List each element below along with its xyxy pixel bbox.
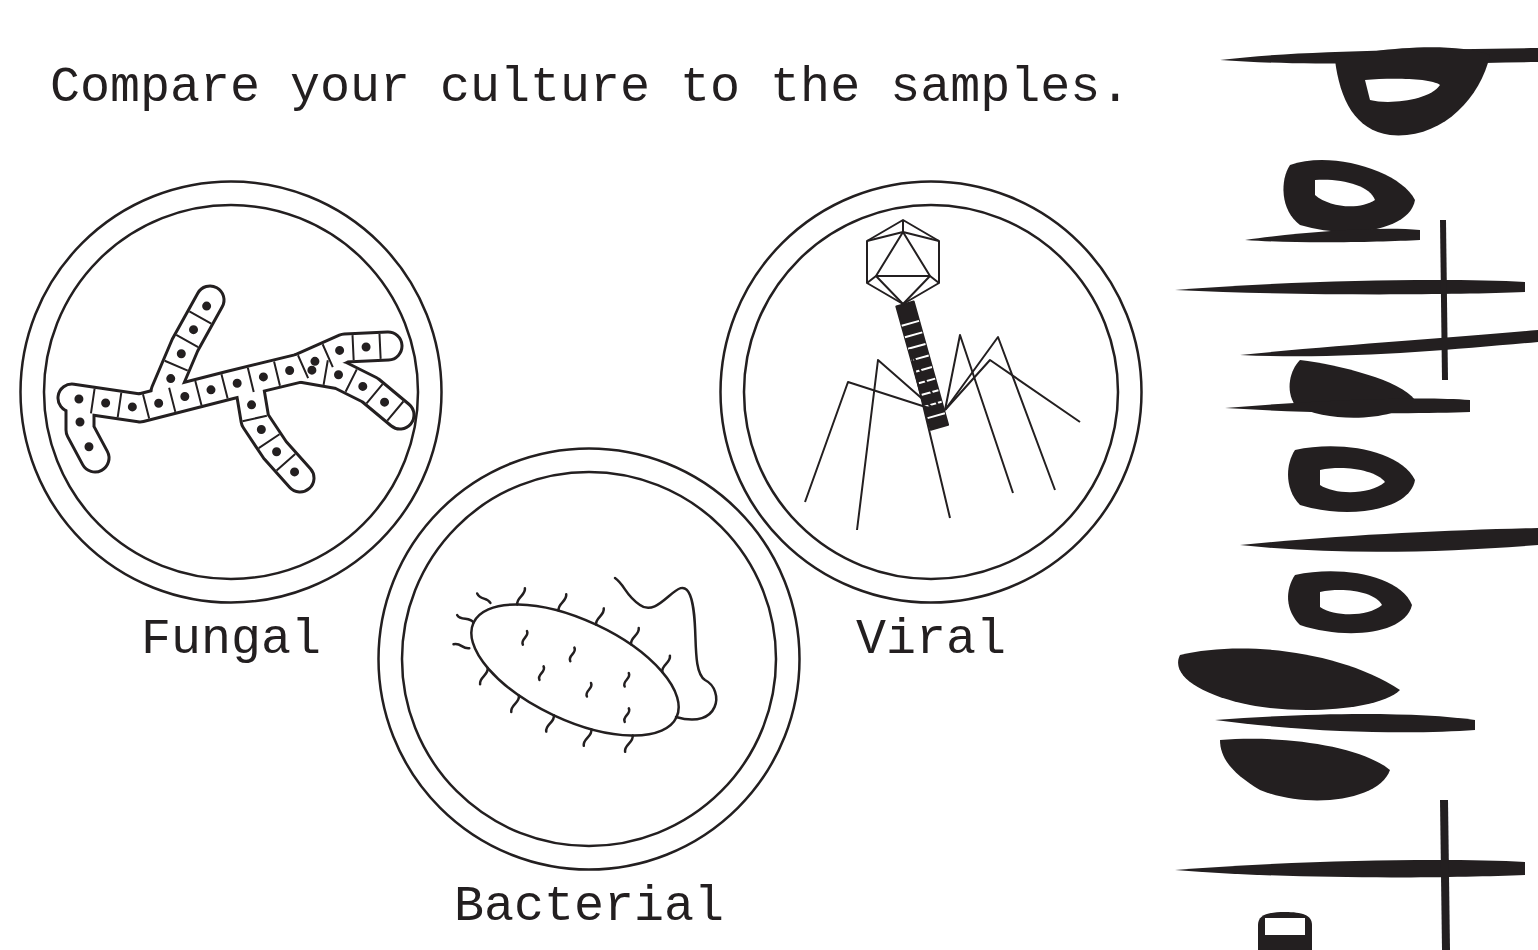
dish-inner-rim bbox=[744, 205, 1118, 579]
dish-outline bbox=[377, 447, 801, 871]
petri-dish: Fungal bbox=[11, 180, 451, 667]
page-title: Compare your culture to the samples. bbox=[50, 60, 1130, 115]
sample-label: Bacterial bbox=[369, 879, 809, 934]
bacteriophage bbox=[805, 220, 1080, 530]
dish-rim bbox=[21, 182, 442, 603]
dish-outline bbox=[719, 180, 1143, 604]
dish-rim bbox=[379, 449, 800, 870]
dish-outline bbox=[19, 180, 443, 604]
petri-dish: Bacterial bbox=[369, 447, 809, 934]
bacterium bbox=[428, 553, 716, 779]
petri-dish: Viral bbox=[711, 180, 1151, 667]
dish-rim bbox=[721, 182, 1142, 603]
dish-inner-rim bbox=[44, 205, 418, 579]
sample-label: Viral bbox=[711, 612, 1151, 667]
sample-label: Fungal bbox=[11, 612, 451, 667]
fungal-hyphae bbox=[72, 300, 400, 478]
grunge-logo bbox=[1175, 47, 1538, 950]
dish-inner-rim bbox=[402, 472, 776, 846]
